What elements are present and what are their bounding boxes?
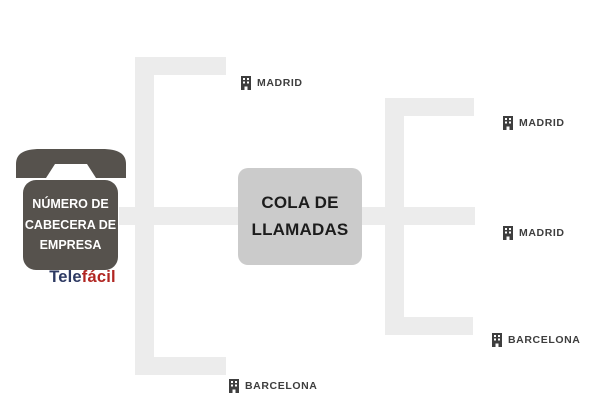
building-icon xyxy=(503,116,513,130)
left-branch-top-arm xyxy=(135,57,226,75)
queue-label-line2: LLAMADAS xyxy=(251,219,349,239)
left-branch-bottom-arm xyxy=(135,357,226,375)
connector-phone-to-queue xyxy=(119,207,239,225)
telefacil-logo: Telefácil xyxy=(30,268,135,287)
call-queue-box: COLA DE LLAMADAS xyxy=(238,168,362,265)
phone-handset-icon xyxy=(16,149,126,178)
brand-part-blue: Tele xyxy=(49,268,82,286)
building-icon xyxy=(492,333,502,347)
queue-label-line1: COLA DE xyxy=(261,193,339,213)
building-icon xyxy=(241,76,251,90)
destination-label: BARCELONA xyxy=(508,334,581,346)
connector-queue-to-branch xyxy=(362,207,475,225)
phone-label: NÚMERO DE CABECERA DE EMPRESA xyxy=(24,197,117,253)
destination-left-barcelona: BARCELONA xyxy=(228,379,317,393)
destination-right-madrid-top: MADRID xyxy=(502,116,565,130)
destination-right-barcelona: BARCELONA xyxy=(491,333,580,347)
building-icon xyxy=(503,226,513,240)
right-branch-top-arm xyxy=(385,98,474,116)
building-icon xyxy=(229,379,239,393)
phone-body: NÚMERO DE CABECERA DE EMPRESA xyxy=(23,180,118,270)
destination-label: MADRID xyxy=(519,227,565,239)
destination-label: MADRID xyxy=(257,77,303,89)
destination-label: MADRID xyxy=(519,117,565,129)
brand-part-red: fácil xyxy=(81,268,116,286)
destination-left-madrid: MADRID xyxy=(240,76,303,90)
right-branch-bottom-arm xyxy=(385,317,473,335)
destination-right-madrid-mid: MADRID xyxy=(502,226,565,240)
destination-label: BARCELONA xyxy=(245,380,318,392)
